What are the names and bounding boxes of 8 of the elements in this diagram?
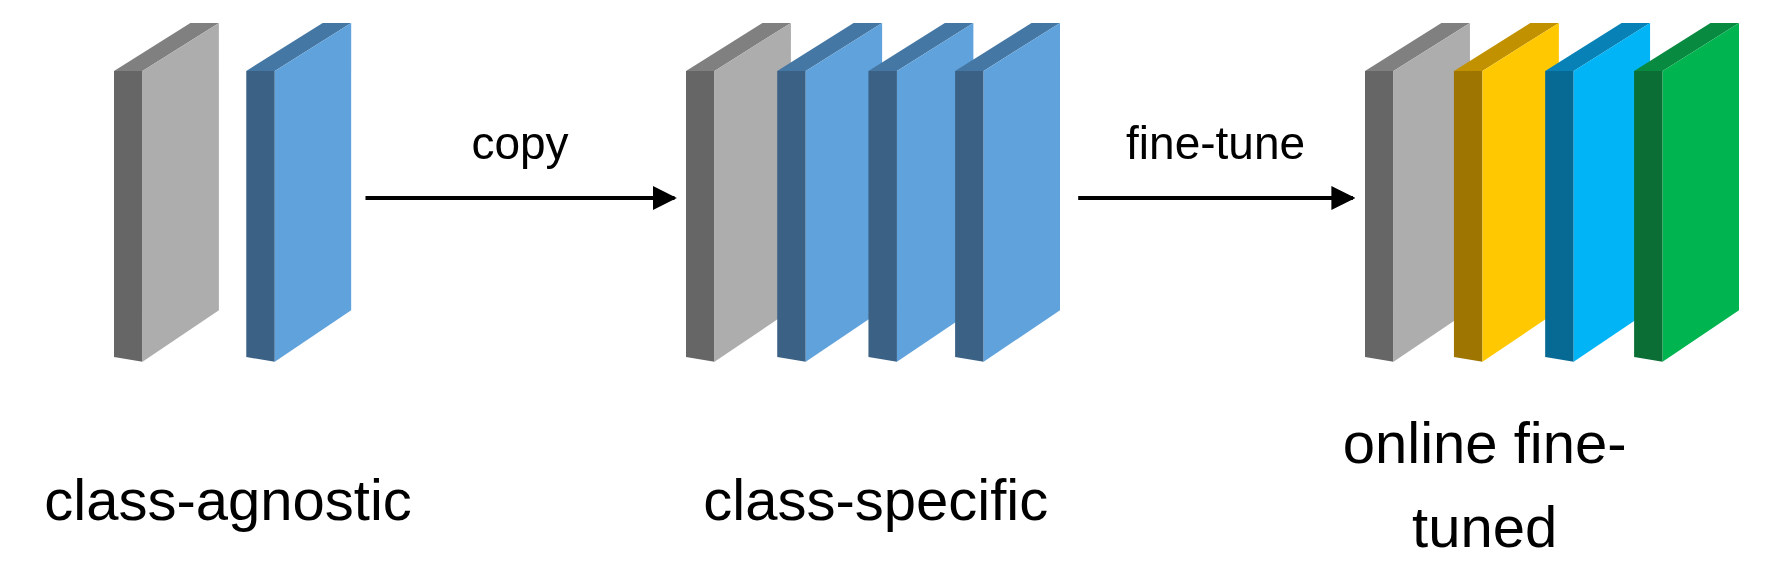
node-label: class-specific [702, 466, 1050, 535]
node-label: online fine-tuned [1341, 409, 1628, 562]
edge-label: fine-tune [1125, 120, 1307, 166]
arrow [365, 186, 677, 210]
arrow [1078, 186, 1356, 210]
node-label: class-agnostic [43, 466, 413, 535]
layer-stack-drawing [1364, 22, 1742, 365]
layer-stack-drawing [114, 22, 354, 363]
